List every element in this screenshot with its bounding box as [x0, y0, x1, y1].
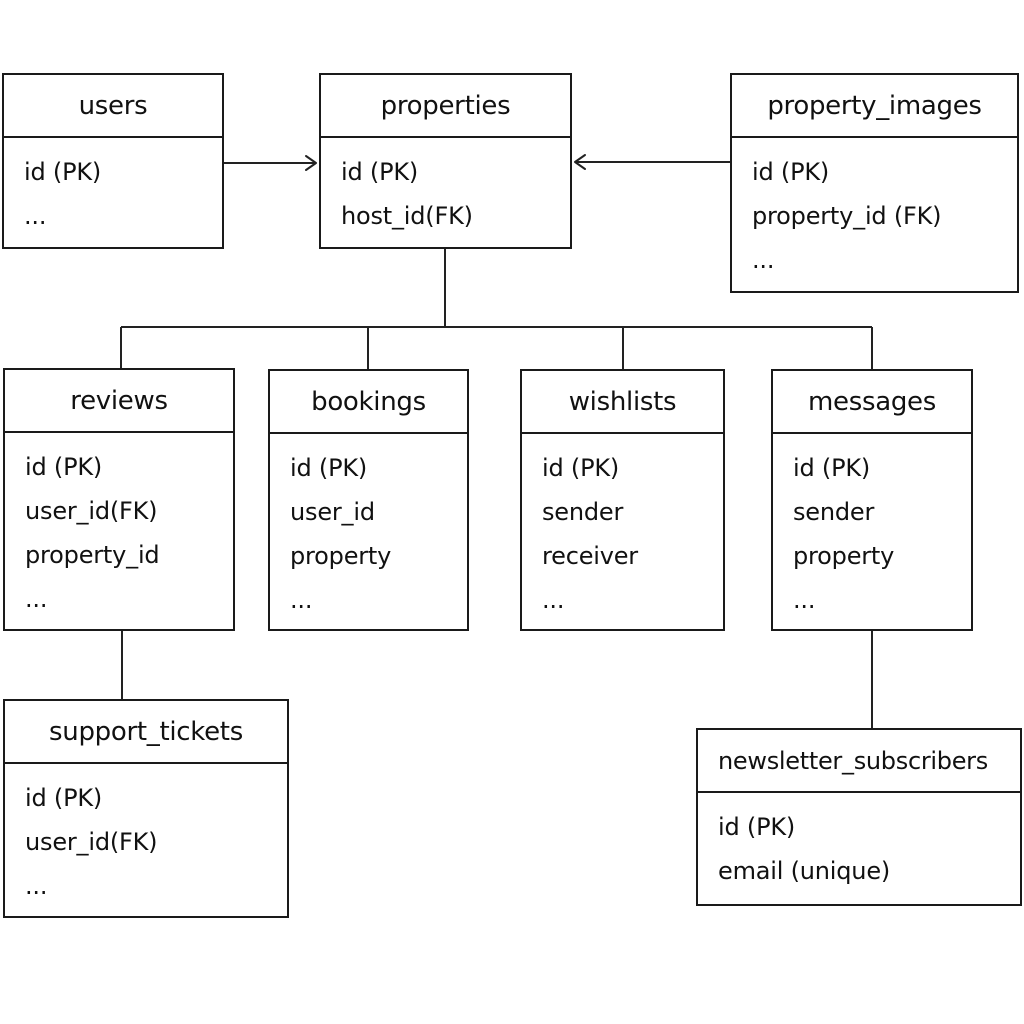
entity-wishlists: wishlists id (PK) sender receiver ...	[520, 369, 725, 631]
field: id (PK)	[290, 454, 368, 482]
entity-title: wishlists	[522, 371, 723, 434]
field-list: id (PK) property_id (FK) ...	[732, 138, 1017, 282]
entity-property-images: property_images id (PK) property_id (FK)…	[730, 73, 1019, 293]
field: id (PK)	[341, 158, 419, 186]
entity-support-tickets: support_tickets id (PK) user_id(FK) ...	[3, 699, 289, 918]
field: ...	[752, 246, 775, 274]
field-list: id (PK) user_id(FK) property_id ...	[5, 433, 233, 621]
entity-bookings: bookings id (PK) user_id property ...	[268, 369, 469, 631]
field-list: id (PK) host_id(FK)	[321, 138, 570, 238]
field-list: id (PK) sender receiver ...	[522, 434, 723, 622]
field: ...	[793, 586, 816, 614]
field-list: id (PK) ...	[4, 138, 222, 238]
entity-messages: messages id (PK) sender property ...	[771, 369, 973, 631]
field: id (PK)	[25, 784, 103, 812]
field: sender	[542, 498, 624, 526]
field: id (PK)	[542, 454, 620, 482]
entity-title: support_tickets	[5, 701, 287, 764]
entity-title: messages	[773, 371, 971, 434]
field: id (PK)	[25, 453, 103, 481]
field: property_id	[25, 541, 160, 569]
field: ...	[24, 202, 47, 230]
field: receiver	[542, 542, 638, 570]
field: email (unique)	[718, 857, 891, 885]
arrowhead-into-properties-right	[574, 154, 586, 170]
field: id (PK)	[24, 158, 102, 186]
field: property	[793, 542, 895, 570]
entity-title: reviews	[5, 370, 233, 433]
field-list: id (PK) email (unique)	[698, 793, 1020, 893]
field-list: id (PK) user_id property ...	[270, 434, 467, 622]
entity-properties: properties id (PK) host_id(FK)	[319, 73, 572, 249]
arrowhead-into-properties-left	[305, 155, 317, 171]
field: user_id	[290, 498, 375, 526]
entity-title: properties	[321, 75, 570, 138]
field-list: id (PK) sender property ...	[773, 434, 971, 622]
field: ...	[25, 872, 48, 900]
field-list: id (PK) user_id(FK) ...	[5, 764, 287, 908]
field: user_id(FK)	[25, 828, 158, 856]
entity-title: users	[4, 75, 222, 138]
field: id (PK)	[718, 813, 796, 841]
entity-reviews: reviews id (PK) user_id(FK) property_id …	[3, 368, 235, 631]
entity-title: bookings	[270, 371, 467, 434]
field: sender	[793, 498, 875, 526]
entity-title: newsletter_subscribers	[698, 730, 1020, 793]
field: ...	[542, 586, 565, 614]
field: ...	[25, 585, 48, 613]
entity-users: users id (PK) ...	[2, 73, 224, 249]
field: id (PK)	[752, 158, 830, 186]
field: user_id(FK)	[25, 497, 158, 525]
field: host_id(FK)	[341, 202, 473, 230]
field: ...	[290, 586, 313, 614]
field: property_id (FK)	[752, 202, 942, 230]
field: id (PK)	[793, 454, 871, 482]
entity-newsletter-subscribers: newsletter_subscribers id (PK) email (un…	[696, 728, 1022, 906]
entity-title: property_images	[732, 75, 1017, 138]
field: property	[290, 542, 392, 570]
